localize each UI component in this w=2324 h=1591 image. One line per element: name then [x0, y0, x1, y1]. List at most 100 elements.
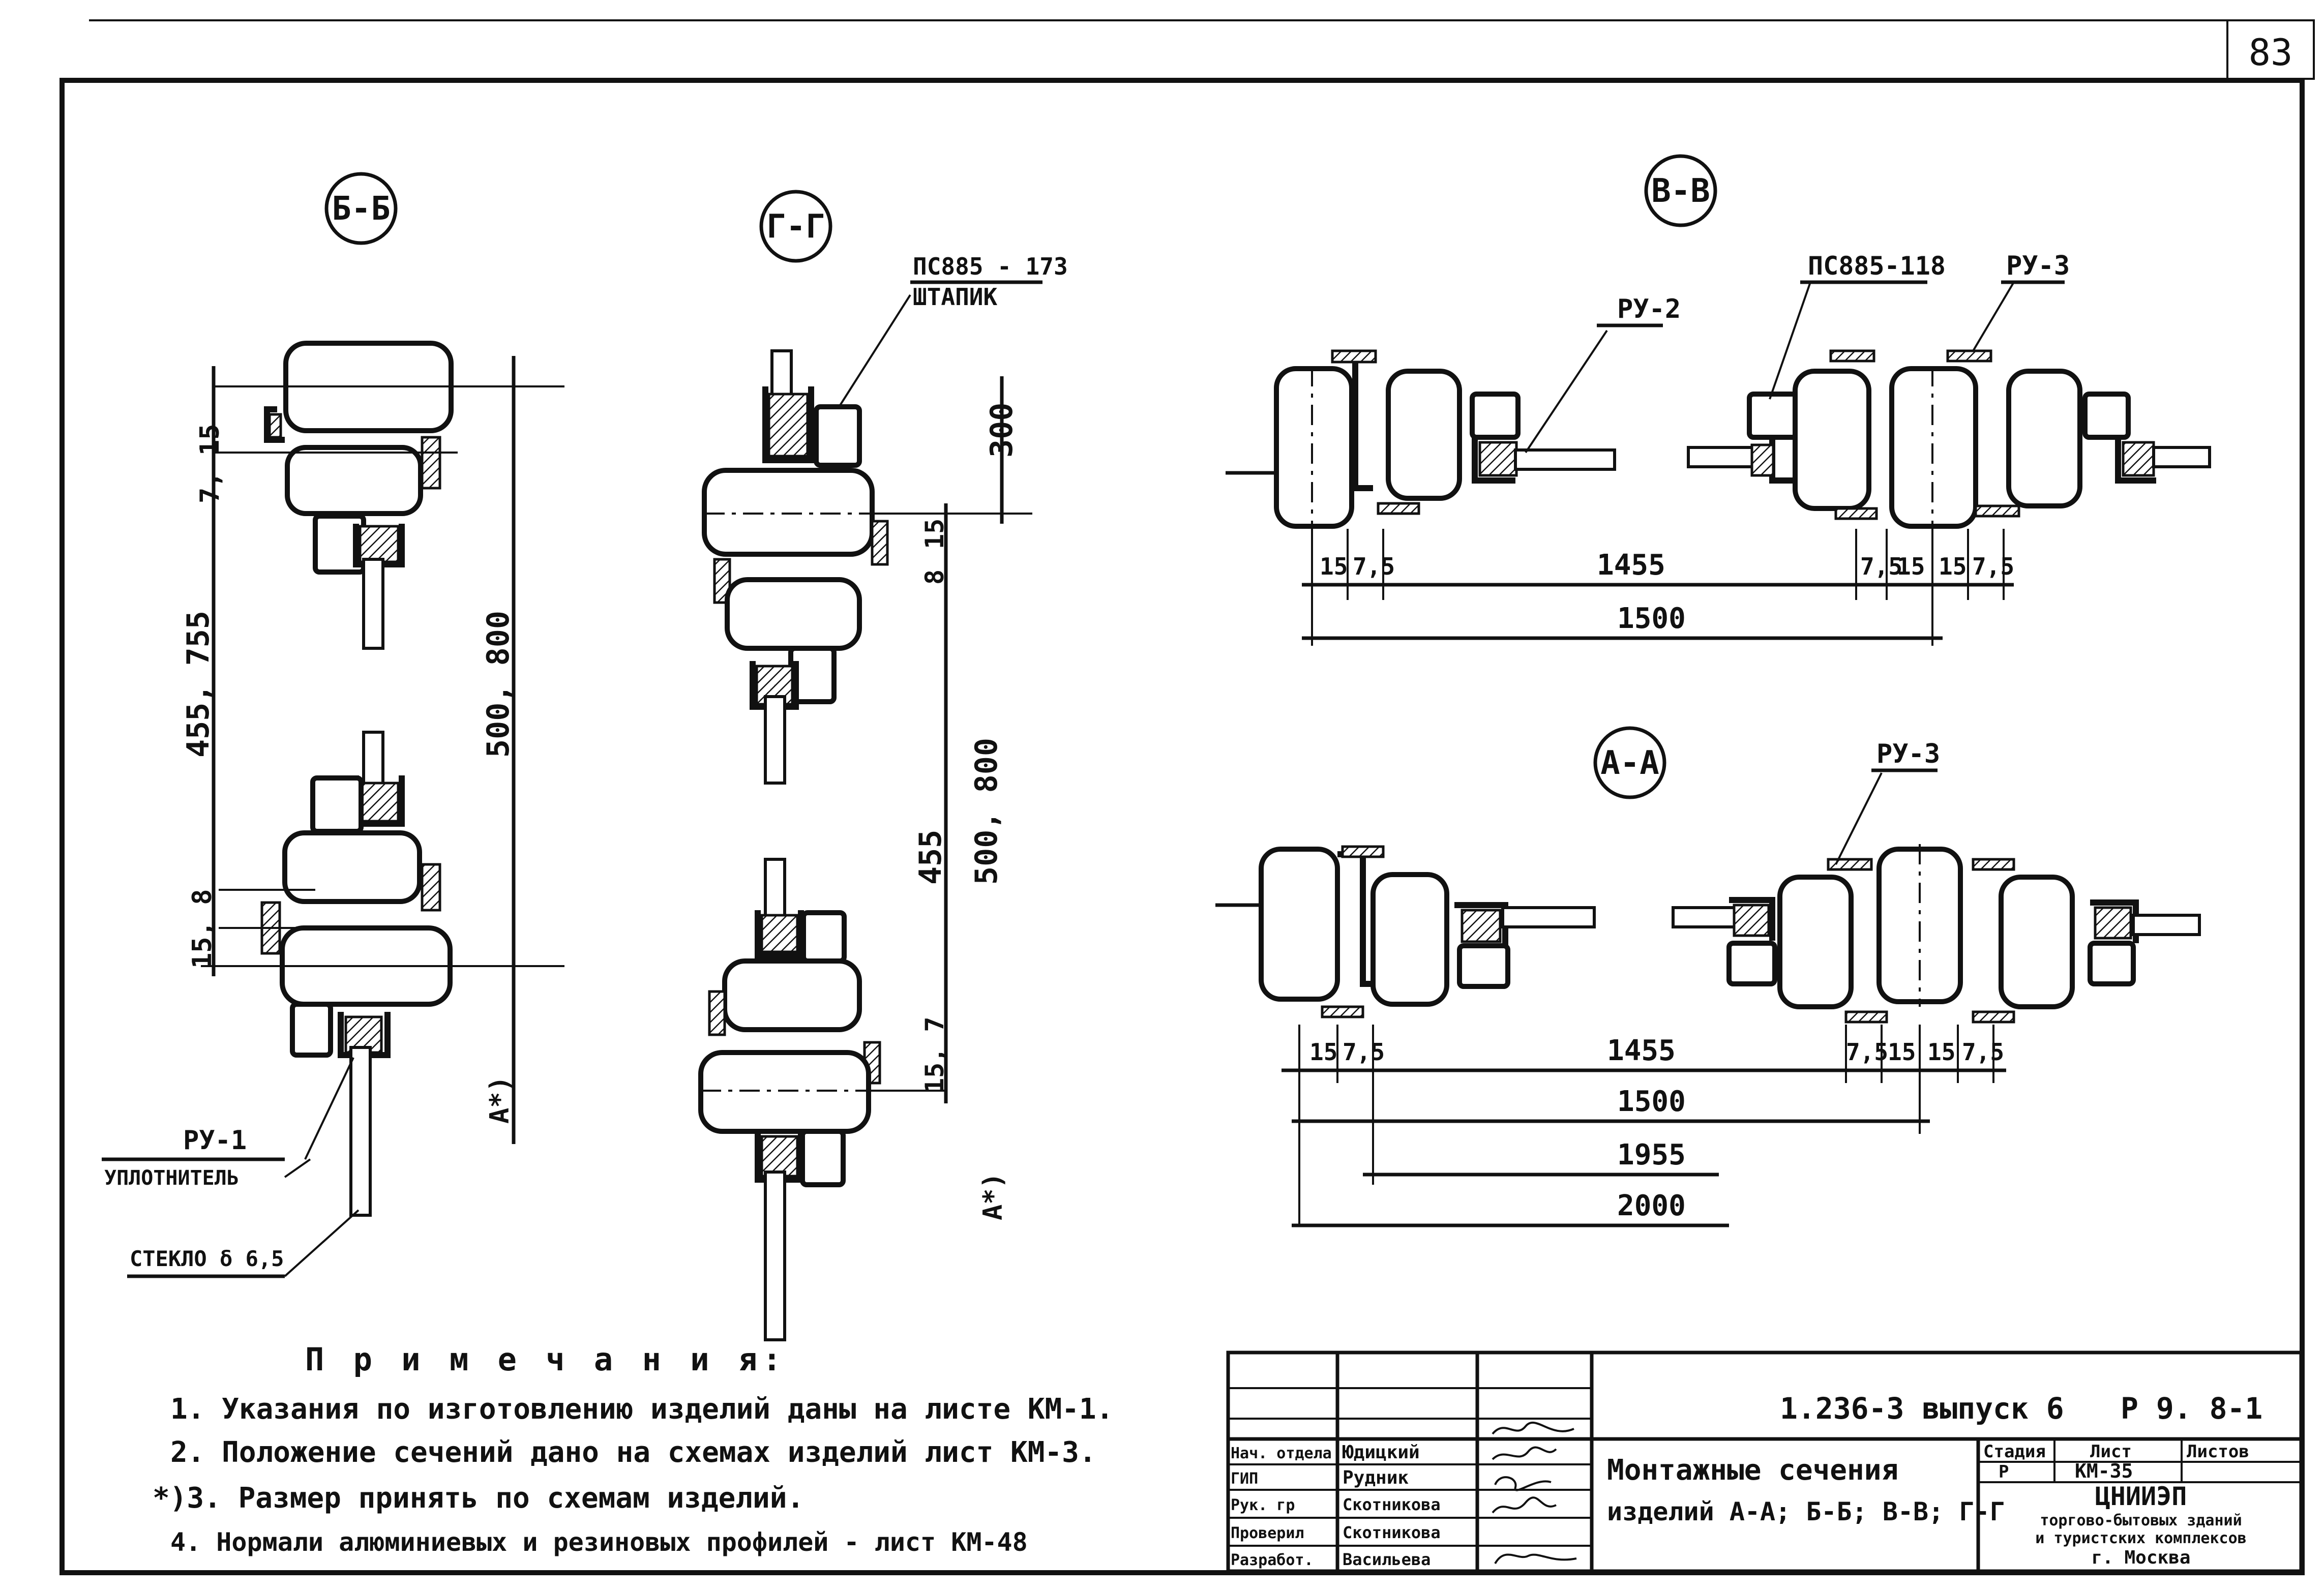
- bb-upper-bracket: [264, 406, 285, 443]
- section-aa-marker: [1593, 726, 1666, 799]
- gg-dim-d2: 15: [920, 519, 949, 549]
- aa-right-sash: [1999, 875, 2075, 1009]
- title-block: 1.236-3 выпуск 6 Р 9. 8-1 Монтажные сече…: [1226, 1350, 2303, 1573]
- section-bb-marker: [324, 172, 398, 245]
- vv-left-frame: [1274, 366, 1354, 529]
- aa-dim-total2: 2000: [1617, 1189, 1686, 1222]
- vv-dim-span: 1455: [1597, 549, 1665, 582]
- vv-callout-ru2: РУ-2: [1617, 294, 1681, 324]
- tb-role-4: Проверил: [1231, 1524, 1304, 1542]
- bb-dim-footnote: А*): [485, 1076, 515, 1124]
- tb-role-5: Разработ.: [1231, 1551, 1314, 1569]
- signature-5: [1494, 1553, 1577, 1565]
- gg-lower-sash: [722, 958, 862, 1032]
- vv-dim-75a: 7,5: [1353, 553, 1395, 580]
- aa-dim-total: 1500: [1617, 1085, 1686, 1118]
- vv-dim-15c: 15: [1939, 553, 1967, 580]
- bb-callout-glass: СТЕКЛО δ 6,5: [130, 1246, 284, 1271]
- section-bb: Б-Б 7, 15 455, 755: [102, 172, 564, 1278]
- note-4: 4. Нормали алюминиевых и резиновых профи…: [170, 1527, 1028, 1557]
- gg-dim-overall: 500, 800: [969, 738, 1004, 885]
- tb-name-5: Васильева: [1343, 1550, 1431, 1569]
- tb-name-1: Юдицкий: [1343, 1442, 1420, 1463]
- tb-org-3: и туристских комплексов: [2035, 1529, 2246, 1547]
- tb-org-4: г. Москва: [2091, 1547, 2190, 1568]
- aa-dim-15b: 15: [1888, 1038, 1916, 1066]
- gg-callout-profile: ПС885 - 173: [913, 253, 1068, 280]
- signature-2: [1492, 1446, 1557, 1460]
- tb-name-2: Рудник: [1343, 1467, 1409, 1488]
- tb-org-2: торгово-бытовых зданий: [2040, 1512, 2242, 1529]
- note-2: 2. Положение сечений дано на схемах изде…: [170, 1436, 1096, 1469]
- tb-name-3: Скотникова: [1343, 1495, 1441, 1514]
- tb-role-3: Рук. гр: [1231, 1496, 1295, 1514]
- vv-callout-profile: ПС885-118: [1808, 251, 1946, 281]
- bb-lower-sash: [282, 830, 422, 904]
- section-vv: В-В 15: [1226, 154, 2211, 646]
- signature-3: [1494, 1476, 1552, 1491]
- bb-upper-glass: [362, 558, 384, 650]
- tb-name-4: Скотникова: [1343, 1523, 1441, 1542]
- aa-dim-15a: 15: [1309, 1038, 1337, 1066]
- bb-dim-bottom: 15, 8: [187, 889, 218, 969]
- signature-1: [1492, 1422, 1574, 1435]
- gg-lower-frame: [698, 1050, 871, 1134]
- bb-callout-ru1: РУ-1: [183, 1125, 247, 1156]
- gg-upper-sash: [725, 577, 862, 651]
- aa-left-frame: [1259, 847, 1340, 1002]
- tb-title-2: изделий А-А; Б-Б; В-В; Г-Г: [1607, 1497, 2005, 1526]
- vv-dim-75b: 7,5: [1860, 553, 1902, 580]
- section-vv-label: В-В: [1651, 172, 1710, 210]
- aa-dim-span2: 1955: [1617, 1138, 1686, 1172]
- notes-title: П р и м е ч а н и я:: [305, 1341, 787, 1378]
- vv-right-sash: [2006, 369, 2082, 508]
- gg-dim-top: 300: [984, 403, 1020, 458]
- tb-role-1: Нач. отдела: [1231, 1445, 1332, 1462]
- signature-4: [1492, 1496, 1557, 1514]
- bb-dim-overall: 500, 800: [481, 611, 516, 758]
- vv-center-left-sash: [1793, 369, 1871, 511]
- tb-sheet-value: КМ-35: [2075, 1460, 2133, 1482]
- bb-dim-top: 7, 15: [195, 424, 225, 503]
- aa-dim-75c: 7,5: [1962, 1038, 2004, 1066]
- section-gg: Г-Г 300 8 15 455 500, 800: [698, 190, 1068, 1341]
- gg-dim-footnote: А*): [978, 1173, 1008, 1220]
- sheet-frame: 83: [59, 19, 2315, 1575]
- section-gg-marker: [759, 190, 832, 263]
- vv-dim-total: 1500: [1617, 602, 1686, 635]
- tb-code2: Р 9. 8-1: [2121, 1391, 2262, 1426]
- vv-dim-75c: 7,5: [1972, 553, 2014, 580]
- aa-dim-15c: 15: [1927, 1038, 1955, 1066]
- bb-upper-sash: [285, 445, 423, 516]
- gg-dim-bottom: 15, 7: [920, 1016, 949, 1093]
- section-aa: А-А: [1215, 726, 2201, 1227]
- tb-code: 1.236-3 выпуск 6: [1780, 1391, 2064, 1426]
- gg-dim-middle: 455: [913, 830, 948, 885]
- tb-sheet-header: Лист: [2090, 1442, 2132, 1462]
- section-vv-marker: [1644, 154, 1717, 227]
- section-aa-label: А-А: [1600, 744, 1659, 782]
- tb-role-2: ГИП: [1231, 1470, 1258, 1488]
- sheet-number: 83: [2249, 31, 2293, 74]
- section-gg-label: Г-Г: [766, 208, 825, 246]
- bb-bottom-glass: [349, 1046, 372, 1217]
- tb-stage-value: Р: [1999, 1462, 2009, 1482]
- aa-dim-75b: 7,5: [1846, 1038, 1888, 1066]
- aa-center-left-sash: [1777, 875, 1854, 1009]
- tb-org: ЦНИИЭП: [2095, 1482, 2187, 1511]
- bb-callout-seal: УПЛОТНИТЕЛЬ: [104, 1166, 239, 1190]
- aa-dim-span: 1455: [1607, 1034, 1676, 1067]
- vv-dim-15a: 15: [1320, 553, 1348, 580]
- notes: П р и м е ч а н и я: 1. Указания по изго…: [153, 1341, 1113, 1557]
- vv-callout-ru3: РУ-3: [2006, 251, 2070, 281]
- bb-dim-middle: 455, 755: [181, 611, 216, 758]
- vv-dim-15b: 15: [1897, 553, 1925, 580]
- note-1: 1. Указания по изготовлению изделий даны…: [170, 1393, 1113, 1426]
- vv-left-sash: [1386, 369, 1462, 501]
- tb-title-1: Монтажные сечения: [1607, 1454, 1898, 1487]
- note-3: *)3. Размер принять по схемам изделий.: [153, 1482, 804, 1515]
- aa-left-sash: [1370, 872, 1449, 1007]
- tb-sheets-header: Листов: [2187, 1442, 2249, 1462]
- tb-stage-header: Стадия: [1983, 1442, 2046, 1462]
